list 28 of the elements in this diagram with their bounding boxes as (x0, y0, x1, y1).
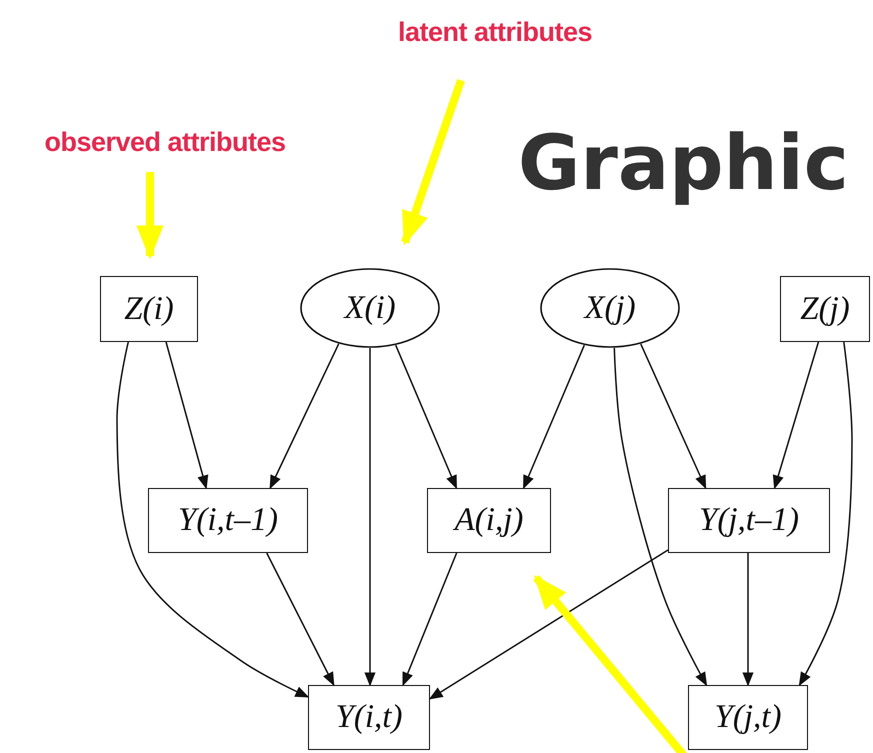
arrow (395, 344, 458, 490)
arrow (402, 552, 458, 686)
heading: Graphic (518, 118, 849, 207)
arrow (640, 344, 706, 490)
arrow (116, 342, 310, 698)
leader-arrow (401, 79, 465, 246)
arrow (428, 549, 668, 700)
latent-variable-ellipse: X(i) (300, 268, 440, 348)
arrow (165, 342, 208, 490)
leader-arrow (136, 172, 164, 260)
arrow (266, 552, 334, 686)
variable-box: Y(i,t–1) (148, 488, 308, 553)
arrow (772, 342, 820, 490)
annotation-label: observed attributes (15, 122, 315, 162)
variable-box: Y(j,t) (688, 685, 808, 750)
variable-box: Y(i,t) (308, 685, 430, 750)
arrow (798, 342, 853, 686)
variable-box: Z(i) (100, 276, 198, 342)
variable-box: Y(j,t–1) (668, 488, 830, 553)
variable-box: A(i,j) (427, 488, 551, 553)
latent-variable-ellipse: X(j) (540, 268, 680, 348)
arrow (522, 344, 585, 490)
arrow (742, 553, 754, 686)
annotation-label: latent attributes (368, 12, 622, 52)
arrow (270, 343, 340, 490)
arrow (614, 348, 708, 686)
arrow (364, 348, 376, 686)
variable-box: Z(j) (780, 276, 870, 342)
